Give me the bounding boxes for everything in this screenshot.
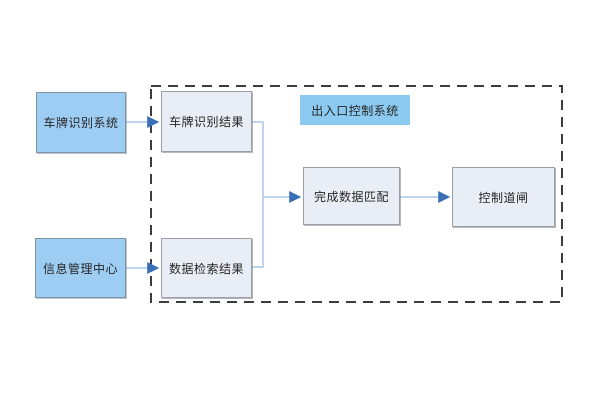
node-label: 信息管理中心 <box>42 261 118 276</box>
edge-plate-result-to-merge <box>252 121 264 197</box>
node-info-management-center: 信息管理中心 <box>35 238 126 298</box>
node-gate-control: 控制道闸 <box>452 167 555 227</box>
system-title-label: 出入口控制系统 <box>311 103 399 118</box>
node-plate-recognition-system: 车牌识别系统 <box>36 92 126 153</box>
system-boundary-dashed-box <box>150 85 563 303</box>
node-data-matching: 完成数据匹配 <box>303 167 400 225</box>
system-title-badge: 出入口控制系统 <box>300 95 410 125</box>
node-label: 数据检索结果 <box>168 261 244 276</box>
node-plate-recognition-result: 车牌识别结果 <box>161 91 252 152</box>
node-label: 控制道闸 <box>478 190 529 205</box>
node-label: 车牌识别系统 <box>43 116 119 130</box>
node-label: 完成数据匹配 <box>313 189 389 204</box>
node-data-search-result: 数据检索结果 <box>161 238 252 298</box>
edge-search-result-to-merge <box>252 197 264 268</box>
node-label: 车牌识别结果 <box>168 115 244 129</box>
